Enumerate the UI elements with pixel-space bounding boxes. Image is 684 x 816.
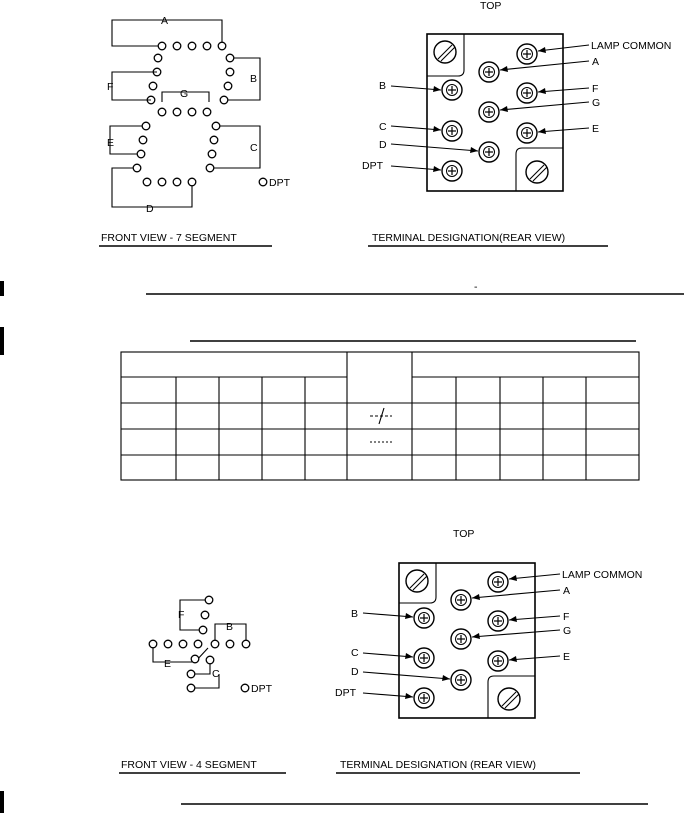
terminal-lamp-common-2	[487, 571, 509, 593]
segment-label-g: G	[180, 88, 188, 100]
terminal-block-rear-view: TOP LAMP COMMON A B F	[362, 0, 671, 247]
top-label: TOP	[480, 0, 501, 12]
terminal-label-g: G	[592, 97, 600, 109]
terminal-label-c: C	[379, 121, 387, 133]
terminal-g	[478, 101, 500, 123]
terminal-e	[516, 122, 538, 144]
terminal-label-a: A	[592, 56, 599, 68]
terminal-a	[478, 61, 500, 83]
segment-label-e-2: E	[164, 658, 171, 670]
terminal-label-d-2: D	[351, 666, 359, 678]
segment-label-d: D	[146, 203, 154, 215]
segment-label-dpt-2: DPT	[251, 683, 273, 695]
terminal-label-dpt: DPT	[362, 160, 384, 172]
terminal-label-lamp-common: LAMP COMMON	[591, 40, 671, 52]
terminal-e-2	[487, 650, 509, 672]
terminal-d	[478, 141, 500, 163]
segment-label-f: F	[107, 81, 113, 93]
front-view-caption-2: FRONT VIEW - 4 SEGMENT	[121, 759, 257, 771]
terminal-designation-caption: TERMINAL DESIGNATION(REAR VIEW)	[372, 232, 565, 244]
terminal-label-b: B	[379, 80, 386, 92]
terminal-dpt-2	[413, 687, 435, 709]
terminal-f-2	[487, 610, 509, 632]
terminal-designation-caption-2: TERMINAL DESIGNATION (REAR VIEW)	[340, 759, 536, 771]
segment-label-dpt: DPT	[269, 177, 291, 189]
terminal-label-f-2: F	[563, 611, 569, 623]
terminal-d-2	[450, 669, 472, 691]
terminal-g-2	[450, 628, 472, 650]
top-label-2: TOP	[453, 528, 474, 540]
table-symbol-crossed-line	[370, 407, 392, 425]
segment-label-f-2: F	[178, 609, 184, 621]
terminal-label-e-2: E	[563, 651, 570, 663]
terminal-label-c-2: C	[351, 647, 359, 659]
terminal-label-a-2: A	[563, 585, 570, 597]
change-bar	[0, 281, 4, 296]
segment-label-b-2: B	[226, 621, 233, 633]
terminal-block-rear-view-2: TOP LAMP COMMON A B F G	[335, 528, 642, 774]
segment-label-c-2: C	[212, 668, 220, 680]
terminal-f	[516, 82, 538, 104]
terminal-c-2	[413, 647, 435, 669]
terminal-b	[441, 79, 463, 101]
segment-label-c: C	[250, 142, 258, 154]
terminal-c	[441, 120, 463, 142]
terminal-dpt	[441, 160, 463, 182]
segment-label-e: E	[107, 137, 114, 149]
terminal-lamp-common	[516, 43, 538, 65]
terminal-label-f: F	[592, 83, 598, 95]
seven-segment-front-view: A F B G E	[99, 15, 291, 247]
change-bar	[0, 791, 4, 813]
change-bar	[0, 327, 4, 355]
terminal-label-lamp-common-2: LAMP COMMON	[562, 569, 642, 581]
terminal-label-b-2: B	[351, 608, 358, 620]
four-segment-front-view: F B E C DPT FRONT VIEW - 4 SEGMENT	[119, 595, 286, 774]
front-view-caption: FRONT VIEW - 7 SEGMENT	[101, 232, 237, 244]
terminal-a-2	[450, 589, 472, 611]
segment-label-b: B	[250, 73, 257, 85]
segment-label-a: A	[161, 15, 168, 27]
terminal-label-d: D	[379, 139, 387, 151]
terminal-b-2	[413, 607, 435, 629]
wiring-table	[120, 351, 640, 481]
terminal-label-dpt-2: DPT	[335, 687, 357, 699]
terminal-label-g-2: G	[563, 625, 571, 637]
caption-rule-mark: -	[474, 281, 478, 293]
terminal-label-e: E	[592, 123, 599, 135]
